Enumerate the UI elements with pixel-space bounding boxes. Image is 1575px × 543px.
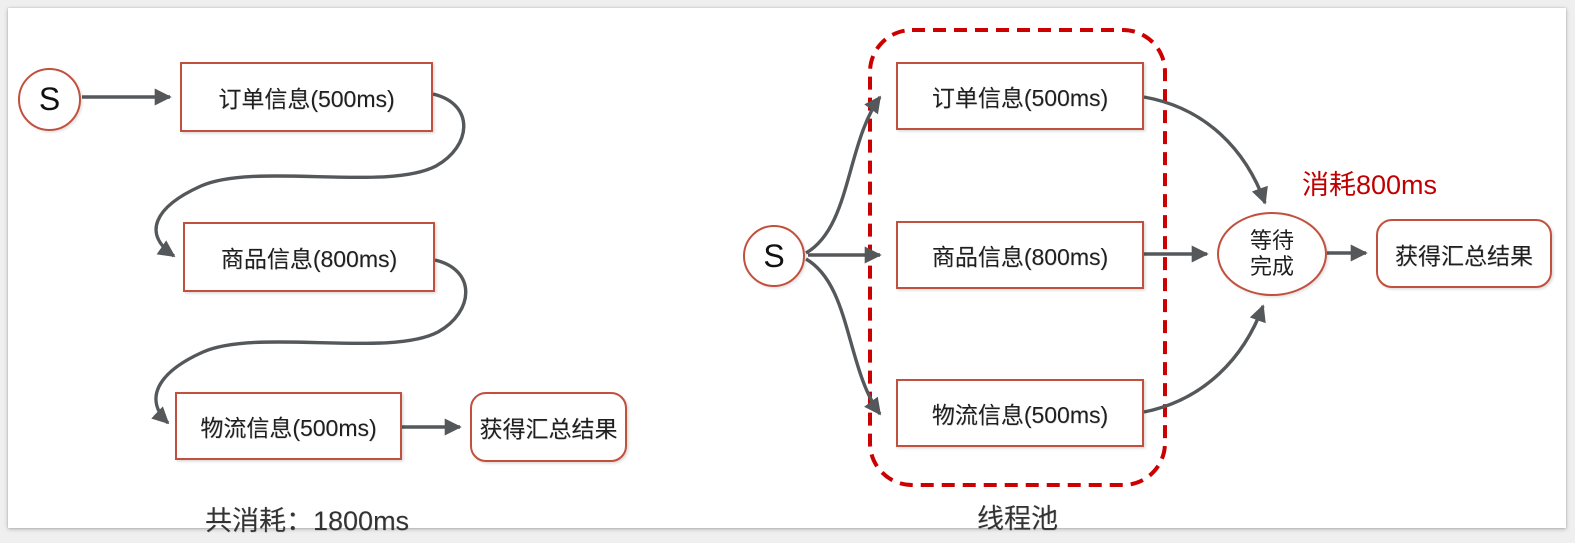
thread-pool-caption: 线程池 bbox=[977, 504, 1058, 534]
left-step-product-label: 商品信息(800ms) bbox=[220, 246, 398, 272]
left-step-product-info: 商品信息(800ms) bbox=[183, 222, 435, 292]
right-wait-node: 等待 完成 bbox=[1217, 212, 1327, 296]
left-step-logistics-info: 物流信息(500ms) bbox=[175, 392, 402, 460]
connector-right-logistics-to-wait bbox=[1143, 304, 1266, 414]
connector-right-order-to-wait bbox=[1143, 95, 1268, 205]
right-result-label: 获得汇总结果 bbox=[1395, 242, 1533, 269]
left-total-cost-caption: 共消耗：1800ms bbox=[205, 506, 410, 536]
left-step-logistics-label: 物流信息(500ms) bbox=[200, 415, 377, 441]
right-result-node: 获得汇总结果 bbox=[1376, 219, 1552, 288]
right-step-product-info: 商品信息(800ms) bbox=[896, 221, 1144, 289]
left-result-label: 获得汇总结果 bbox=[479, 416, 618, 442]
left-result-node: 获得汇总结果 bbox=[470, 392, 627, 462]
left-step-order-label: 订单信息(500ms) bbox=[218, 86, 395, 112]
left-start-label: S bbox=[38, 81, 61, 117]
left-step-order-info: 订单信息(500ms) bbox=[180, 62, 433, 132]
right-wait-label-line2: 完成 bbox=[1249, 254, 1294, 279]
connector-right-start-to-logistics bbox=[805, 257, 882, 416]
slide-canvas: S 订单信息(500ms) 商品信息(800ms) 物流信息(500ms) 获得… bbox=[8, 8, 1566, 536]
connector-right-start-to-order bbox=[805, 95, 882, 255]
right-step-logistics-info: 物流信息(500ms) bbox=[896, 379, 1144, 447]
right-step-product-label: 商品信息(800ms) bbox=[931, 244, 1109, 270]
right-step-order-label: 订单信息(500ms) bbox=[931, 85, 1109, 111]
right-cost-caption: 消耗800ms bbox=[1302, 170, 1438, 200]
right-step-order-info: 订单信息(500ms) bbox=[896, 62, 1144, 130]
right-start-label: S bbox=[763, 237, 785, 274]
left-start-node: S bbox=[18, 68, 81, 131]
right-start-node: S bbox=[743, 225, 805, 287]
right-wait-label-line1: 等待 bbox=[1249, 228, 1294, 253]
right-step-logistics-label: 物流信息(500ms) bbox=[931, 402, 1109, 428]
